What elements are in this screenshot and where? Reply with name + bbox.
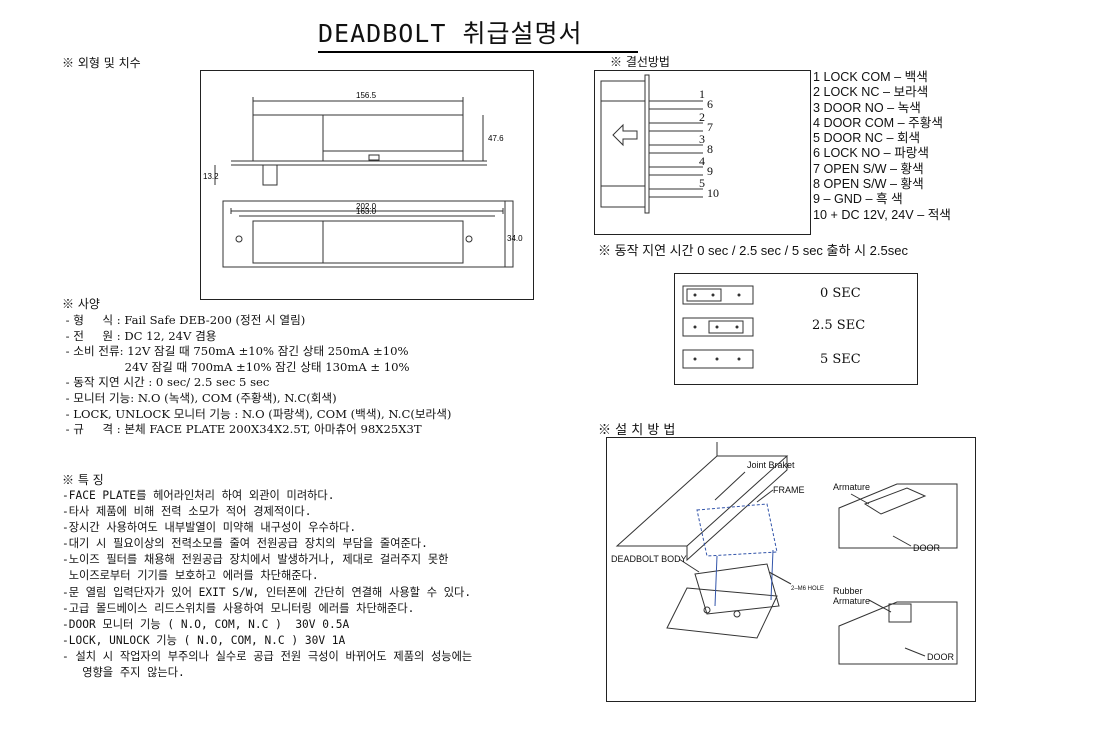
page-title: DEADBOLT 취급설명서 <box>318 14 638 53</box>
feature-item: -타사 제품에 비해 전력 소모가 적어 경제적이다. <box>62 505 312 519</box>
wire-item: 1 LOCK COM – 백색 <box>813 70 928 84</box>
pin-9-label: 9 <box>707 164 713 178</box>
label-joint-braket: Joint Braket <box>747 460 795 470</box>
dim-hole-pitch-label: 163.0 <box>356 207 377 216</box>
label-hole: 2–M6 HOLE <box>791 586 824 592</box>
wiring-diagram-frame: 1 6 2 7 3 8 4 9 5 10 <box>594 70 811 235</box>
delay-jumper-box: 0 SEC 2.5 SEC 5 SEC <box>674 273 918 385</box>
pin-5-label: 5 <box>699 176 705 190</box>
wire-item: 2 LOCK NC – 보라색 <box>813 85 929 100</box>
label-frame: FRAME <box>773 485 805 495</box>
label-deadbolt-body: DEADBOLT BODY <box>611 554 687 564</box>
wire-item: 4 DOOR COM – 주황색 <box>813 115 943 130</box>
label-armature-rubber: Armature <box>833 596 870 606</box>
jumper-diagram <box>682 285 754 369</box>
spec-item: - 규 격 : 본체 FACE PLATE 200X34X2.5T, 아마츄어 … <box>62 422 422 437</box>
wiring-header: ※ 결선방법 <box>610 55 670 69</box>
pin-4-label: 4 <box>699 154 705 168</box>
pin-1-label: 1 <box>699 87 705 101</box>
feature-item: -DOOR 모니터 기능 ( N.O, COM, N.C ) 30V 0.5A <box>62 617 350 631</box>
wire-item: 3 DOOR NO – 녹색 <box>813 100 921 115</box>
wire-item: 9 – GND – 흑 색 <box>813 192 903 207</box>
spec-item: - 모니터 기능: N.O (녹색), COM (주황색), N.C(회색) <box>62 390 337 405</box>
dim-length-label: 156.5 <box>356 91 377 100</box>
dim-plate-length-label: 202.0 <box>356 202 377 211</box>
pin-6-label: 6 <box>707 97 713 111</box>
pin-10-label: 10 <box>707 186 719 200</box>
install-diagram: Joint Braket FRAME DEADBOLT BODY 2–M6 HO… <box>611 442 958 665</box>
label-rubber: Rubber <box>833 586 863 596</box>
pin-3-label: 3 <box>699 132 705 146</box>
dim-lug-label: 13.2 <box>203 172 219 181</box>
wiring-list: 1 LOCK COM – 백색 2 LOCK NC – 보라색 3 DOOR N… <box>813 70 951 223</box>
spec-item: 24V 잠길 때 700mA ±10% 잠긴 상태 130mA ± 10% <box>62 359 410 374</box>
feature-item: - 설치 시 작업자의 부주의나 실수로 공급 전원 극성이 바뀌어도 제품의 … <box>62 649 473 663</box>
feature-item: 노이즈로부터 기기를 보호하고 에러를 차단해준다. <box>62 569 319 583</box>
dimension-drawing: 156.5 47.6 13.2 202.0 163.0 34.0 <box>203 91 523 268</box>
wiring-diagram: 1 6 2 7 3 8 4 9 5 10 <box>600 74 719 214</box>
feature-item: -FACE PLATE를 헤어라인처리 하여 외관이 미려하다. <box>62 489 335 502</box>
feature-item: -LOCK, UNLOCK 기능 ( N.O, COM, N.C ) 30V 1… <box>62 633 346 647</box>
pin-8-label: 8 <box>707 142 713 156</box>
feature-item: -장시간 사용하여도 내부발열이 미약해 내구성이 우수하다. <box>62 521 357 535</box>
spec-item: - 동작 지연 시간 : 0 sec/ 2.5 sec 5 sec <box>62 375 270 390</box>
dim-plate-width-label: 34.0 <box>507 234 523 243</box>
wire-item: 5 DOOR NC – 회색 <box>813 131 921 146</box>
spec-list: - 형 식 : Fail Safe DEB-200 (정전 시 열림) - 전 … <box>62 313 452 438</box>
label-armature: Armature <box>833 482 870 492</box>
wire-item: 10 + DC 12V, 24V – 적색 <box>813 207 951 222</box>
delay-note: ※ 동작 지연 시간 0 sec / 2.5 sec / 5 sec 출하 시 … <box>598 243 908 258</box>
feature-item: -대기 시 필요이상의 전력소모를 줄여 전원공급 장치의 부담을 줄여준다. <box>62 537 428 551</box>
spec-item: - 형 식 : Fail Safe DEB-200 (정전 시 열림) <box>62 313 306 327</box>
pin-7-label: 7 <box>707 120 713 134</box>
label-door-bottom: DOOR <box>927 652 955 662</box>
spec-item: - 소비 전류: 12V 잠길 때 750mA ±10% 잠긴 상태 250mA… <box>62 344 409 359</box>
feature-item: 영향을 주지 않는다. <box>62 666 185 680</box>
delay-option-5: 5 SEC <box>820 352 861 367</box>
wire-item: 6 LOCK NO – 파랑색 <box>813 146 929 161</box>
delay-option-2-5: 2.5 SEC <box>812 318 866 333</box>
label-door-top: DOOR <box>913 543 941 553</box>
spec-item: - 전 원 : DC 12, 24V 겸용 <box>62 328 217 343</box>
feature-item: -문 열림 입력단자가 있어 EXIT S/W, 인터폰에 간단히 연결해 사용… <box>62 585 472 599</box>
dimension-header: ※ 외형 및 치수 <box>62 56 141 70</box>
install-header: ※ 설 치 방 법 <box>598 423 676 438</box>
install-diagram-frame: Joint Braket FRAME DEADBOLT BODY 2–M6 HO… <box>606 437 976 702</box>
pin-2-label: 2 <box>699 110 705 124</box>
dim-height-label: 47.6 <box>488 134 504 143</box>
wire-item: 7 OPEN S/W – 황색 <box>813 161 924 176</box>
delay-option-0: 0 SEC <box>820 286 861 301</box>
feature-header: ※ 특 징 <box>62 473 104 487</box>
dimension-drawing-frame: 156.5 47.6 13.2 202.0 163.0 34.0 <box>200 70 534 300</box>
feature-list: -FACE PLATE를 헤어라인처리 하여 외관이 미려하다. -타사 제품에… <box>62 488 472 681</box>
spec-header: ※ 사양 <box>62 297 100 311</box>
feature-item: -노이즈 필터를 채용해 전원공급 장치에서 발생하거나, 제대로 걸러주지 못… <box>62 553 449 567</box>
wire-item: 8 OPEN S/W – 황색 <box>813 177 924 192</box>
spec-item: - LOCK, UNLOCK 모니터 기능 : N.O (파랑색), COM (… <box>62 406 452 421</box>
feature-item: -고급 몰드베이스 리드스위치를 사용하여 모니터링 에러를 차단해준다. <box>62 601 415 615</box>
